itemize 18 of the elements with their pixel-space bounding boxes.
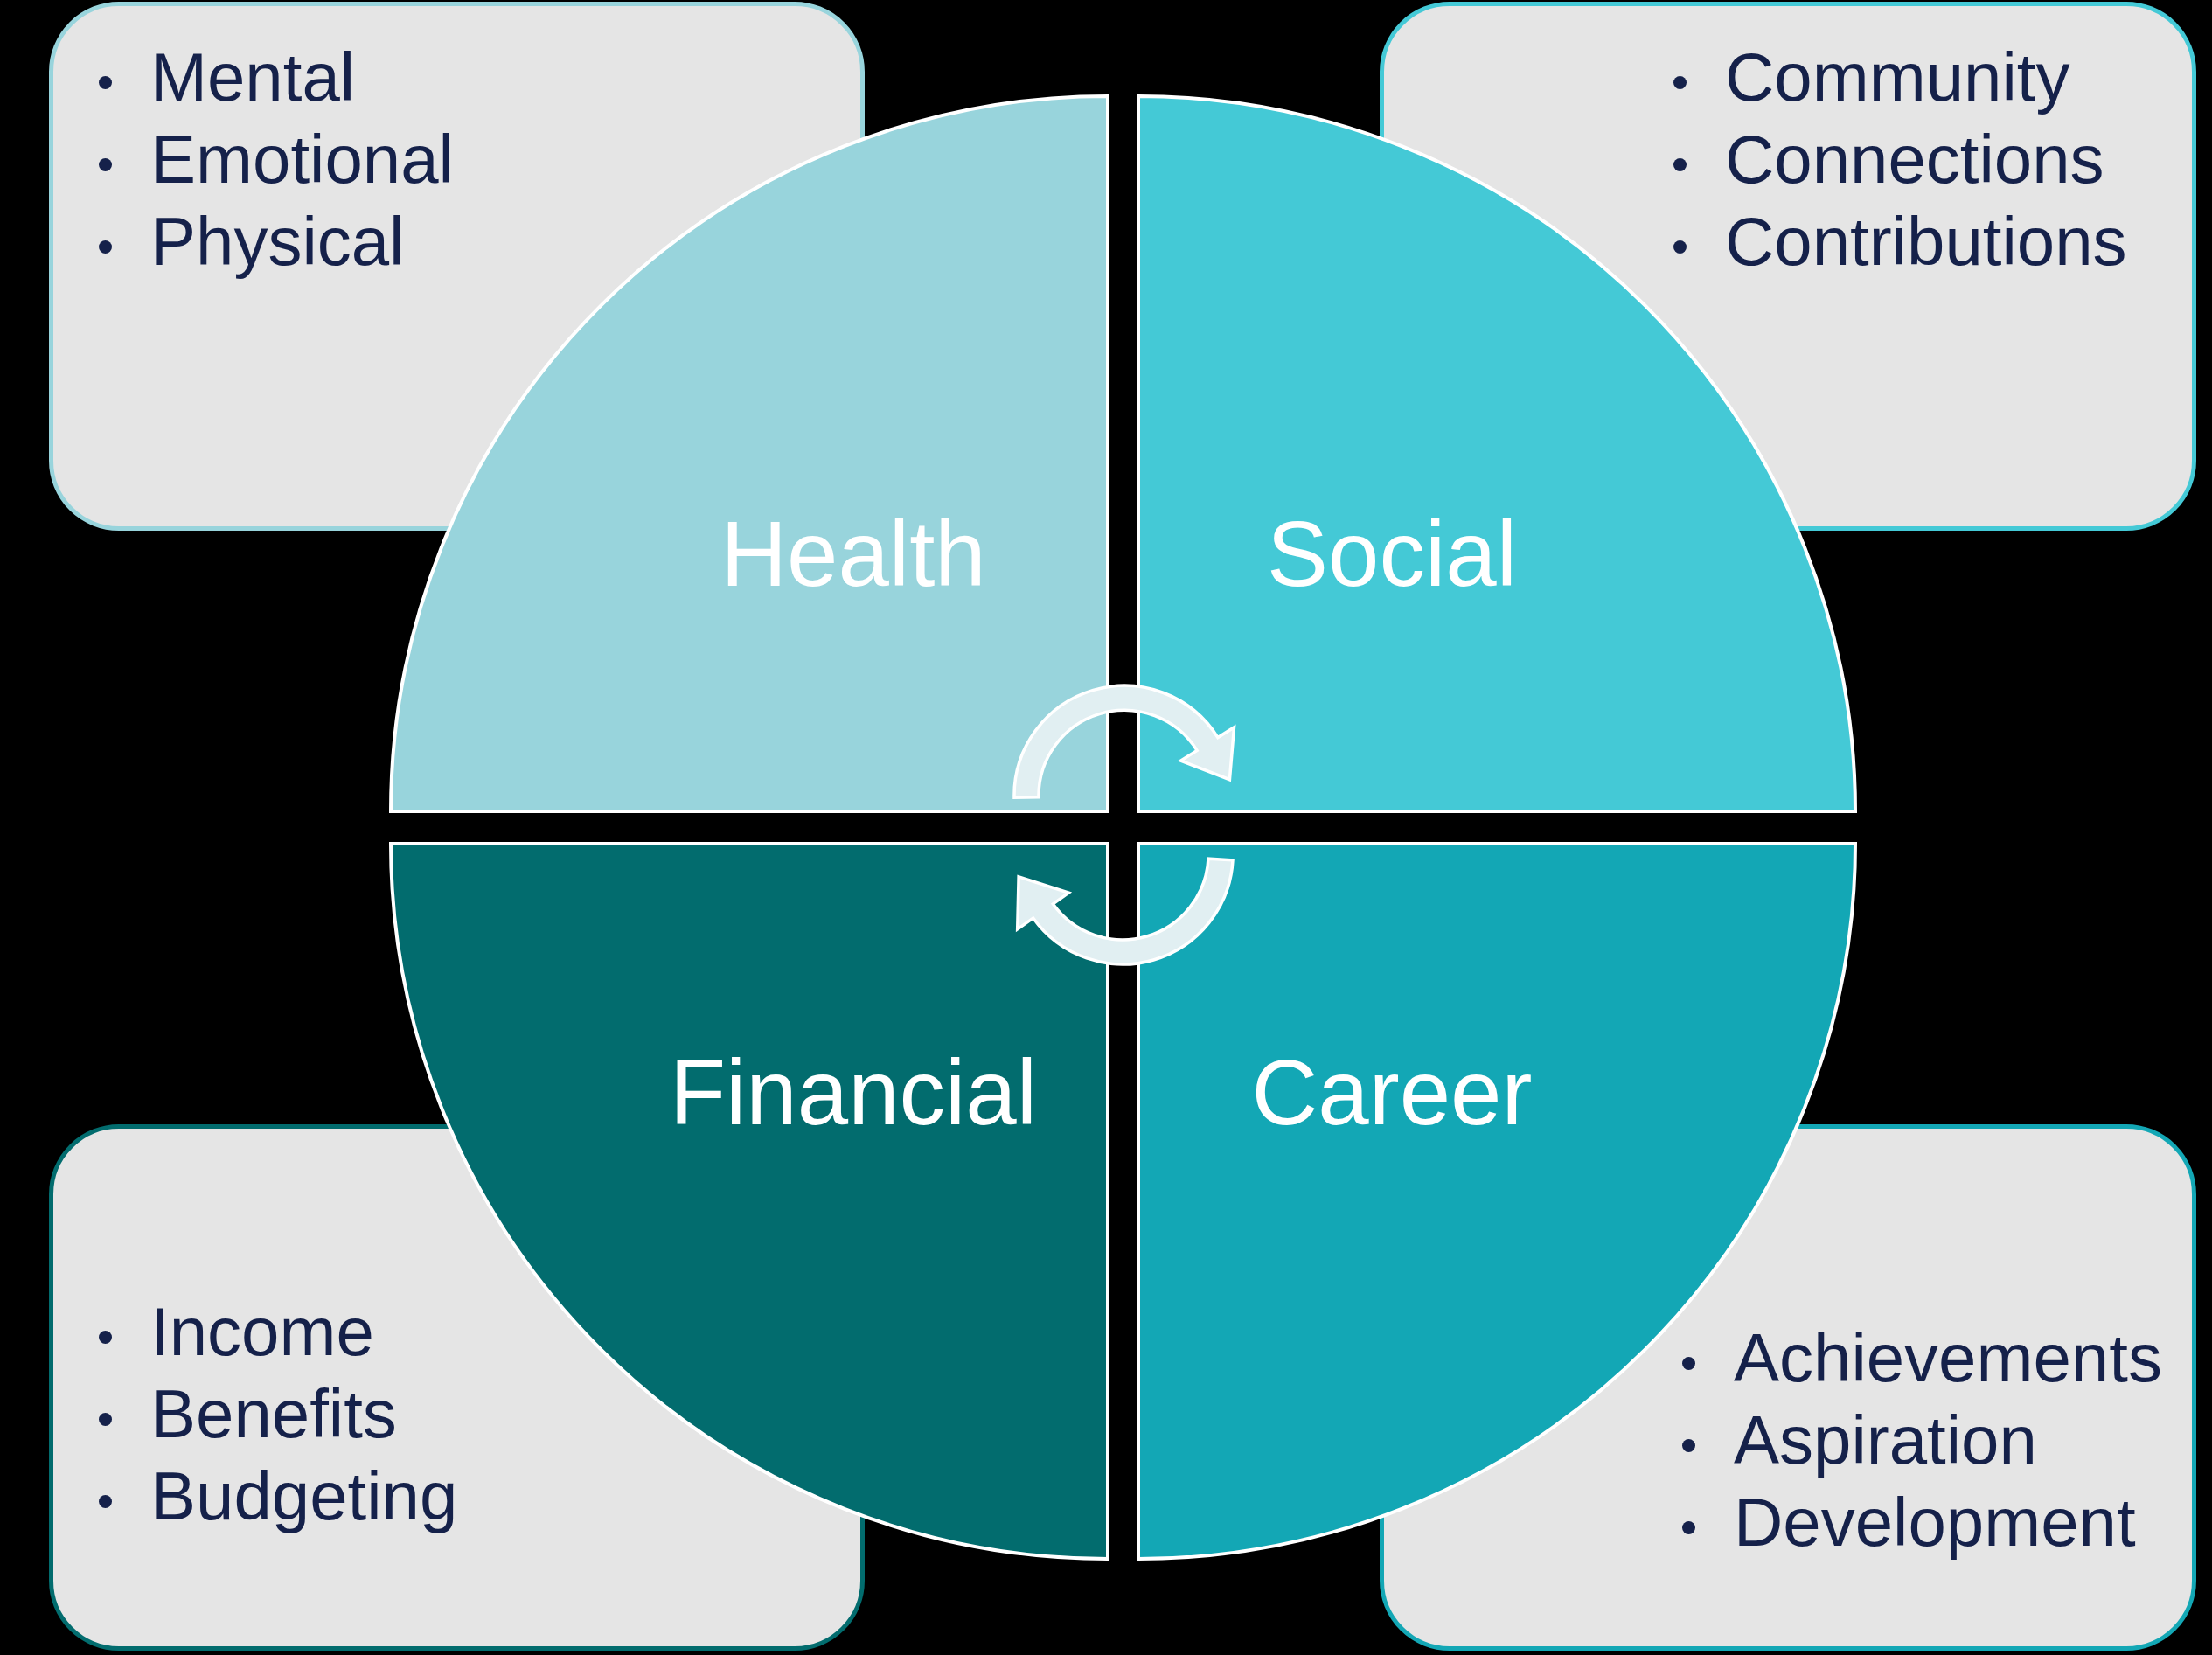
list-item: Contributions	[1725, 203, 2127, 280]
segment-label: Career	[1251, 1040, 1533, 1145]
curved-arrow	[1012, 684, 1236, 799]
segment-label: Health	[720, 501, 986, 607]
list-item: Connections	[1725, 121, 2104, 198]
list-item: Aspiration	[1734, 1401, 2037, 1478]
list-item: Achievements	[1734, 1319, 2162, 1396]
list-item: Mental	[150, 38, 356, 115]
list-item: Benefits	[150, 1375, 397, 1452]
list-item: Income	[150, 1293, 374, 1370]
list-item: Budgeting	[150, 1457, 458, 1534]
list-item: Development	[1734, 1484, 2136, 1561]
segment-label: Financial	[669, 1040, 1038, 1145]
curved-arrow	[1015, 857, 1235, 966]
list-item: Community	[1725, 38, 2070, 115]
list-item: Emotional	[150, 121, 454, 198]
segment-label: Social	[1267, 501, 1517, 607]
list-item: Physical	[150, 203, 405, 280]
